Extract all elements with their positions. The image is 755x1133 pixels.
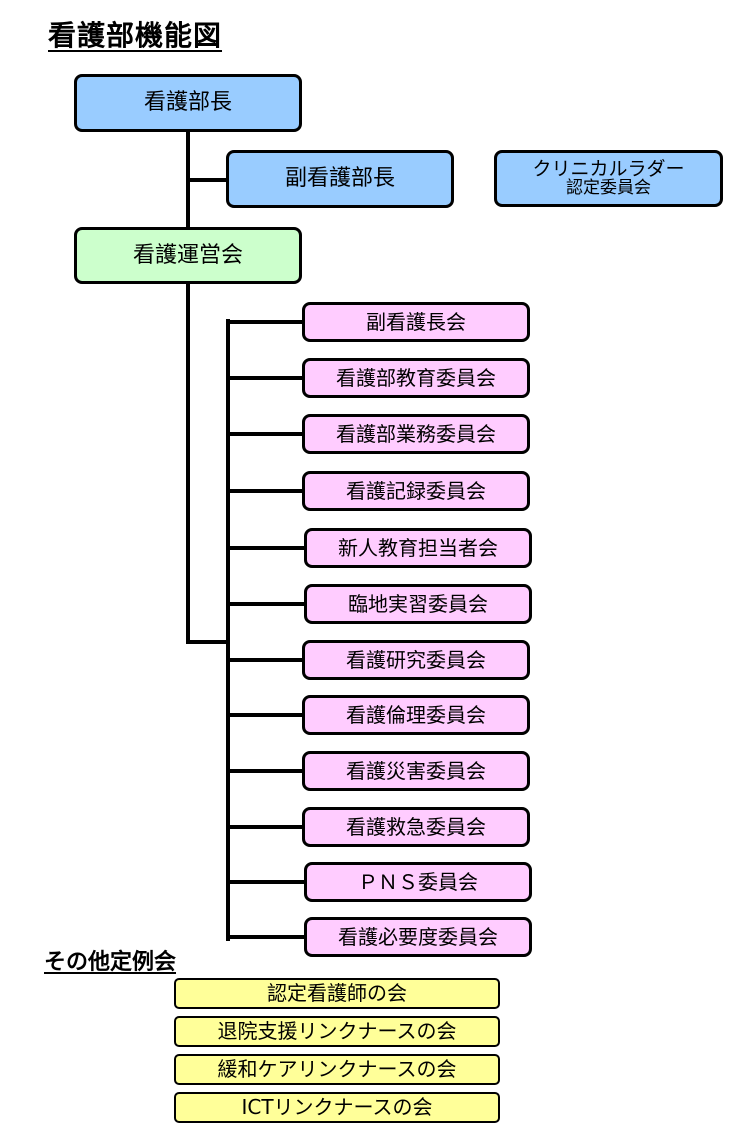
committee-box[interactable]: 看護記録委員会 (302, 471, 530, 511)
committee-box[interactable]: 看護倫理委員会 (302, 695, 530, 735)
committee-box[interactable]: 新人教育担当者会 (304, 528, 532, 568)
committee-box[interactable]: 看護災害委員会 (302, 751, 530, 791)
committee-connector (226, 769, 302, 773)
clinical-ladder-committee-box[interactable]: クリニカルラダー 認定委員会 (494, 150, 723, 207)
committee-connector (226, 432, 302, 436)
other-meeting-box[interactable]: 退院支援リンクナースの会 (174, 1016, 500, 1047)
committee-box[interactable]: 看護救急委員会 (302, 807, 530, 847)
committee-connector (226, 658, 302, 662)
committee-box[interactable]: ＰＮＳ委員会 (304, 862, 532, 902)
deputy-director-box[interactable]: 副看護部長 (226, 150, 454, 208)
committee-box[interactable]: 看護部教育委員会 (302, 358, 530, 398)
committee-connector (226, 880, 304, 884)
committee-box[interactable]: 副看護長会 (302, 302, 530, 342)
page-title: 看護部機能図 (48, 19, 223, 52)
committee-connector (226, 825, 302, 829)
ladder-committee-line1: クリニカルラダー (532, 157, 685, 180)
committee-connector (226, 376, 302, 380)
connector-main-lower (186, 282, 190, 644)
committee-box[interactable]: 臨地実習委員会 (304, 584, 532, 624)
committee-connector (226, 489, 302, 493)
committee-box[interactable]: 看護研究委員会 (302, 640, 530, 680)
connector-deputy (186, 178, 228, 182)
committee-connector (226, 713, 302, 717)
other-meeting-box[interactable]: ICTリンクナースの会 (174, 1092, 500, 1123)
director-box[interactable]: 看護部長 (74, 74, 302, 132)
committee-box[interactable]: 看護必要度委員会 (304, 917, 532, 957)
committee-connector (226, 602, 304, 606)
other-meeting-box[interactable]: 認定看護師の会 (174, 978, 500, 1009)
committee-bus (226, 319, 230, 941)
committee-box[interactable]: 看護部業務委員会 (302, 414, 530, 454)
committee-connector (226, 546, 304, 550)
management-committee-box[interactable]: 看護運営会 (74, 227, 302, 284)
committee-connector (226, 935, 304, 939)
ladder-committee-line2: 認定委員会 (566, 177, 651, 198)
committee-connector (226, 320, 302, 324)
other-meetings-heading: その他定例会 (44, 950, 177, 975)
other-meeting-box[interactable]: 緩和ケアリンクナースの会 (174, 1054, 500, 1085)
connector-to-committee-bus (186, 640, 230, 644)
